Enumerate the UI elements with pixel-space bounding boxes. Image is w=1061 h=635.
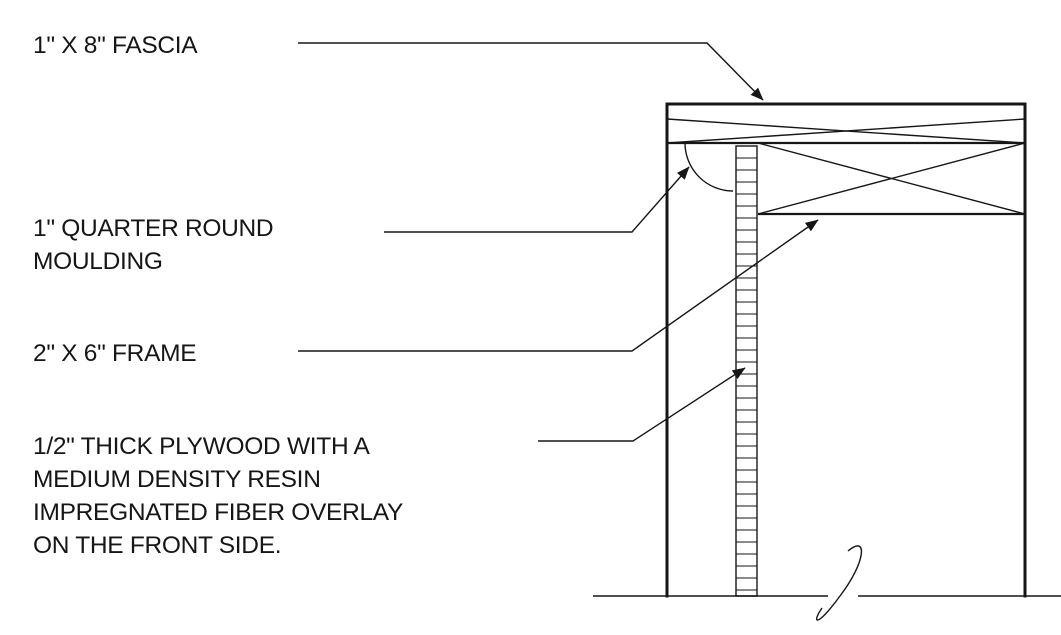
label-plywood: 1/2" THICK PLYWOOD WITH A MEDIUM DENSITY… [33, 430, 403, 562]
label-line: 1" QUARTER ROUND [33, 215, 274, 242]
leader-frame [298, 219, 819, 352]
break-symbol [815, 545, 863, 621]
leader-plywood [538, 367, 746, 442]
frame-member [757, 142, 1026, 216]
quarter-round-moulding [684, 142, 734, 192]
label-fascia: 1" X 8" FASCIA [33, 32, 198, 59]
label-frame: 2" X 6" FRAME [33, 340, 197, 367]
label-line: IMPREGNATED FIBER OVERLAY [33, 499, 404, 526]
label-line: ON THE FRONT SIDE. [33, 532, 282, 559]
plywood-hatching [736, 157, 757, 591]
leader-fascia [298, 42, 764, 101]
label-line: MOULDING [33, 248, 163, 275]
fascia-board [666, 118, 1026, 145]
leader-quarter-round [384, 166, 690, 233]
enclosure-walls [665, 102, 1027, 598]
label-line: 1/2" THICK PLYWOOD WITH A [33, 433, 370, 460]
label-quarter-round-moulding: 1" QUARTER ROUND MOULDING [33, 212, 274, 278]
label-line: MEDIUM DENSITY RESIN [33, 466, 321, 493]
leader-lines [298, 42, 819, 442]
